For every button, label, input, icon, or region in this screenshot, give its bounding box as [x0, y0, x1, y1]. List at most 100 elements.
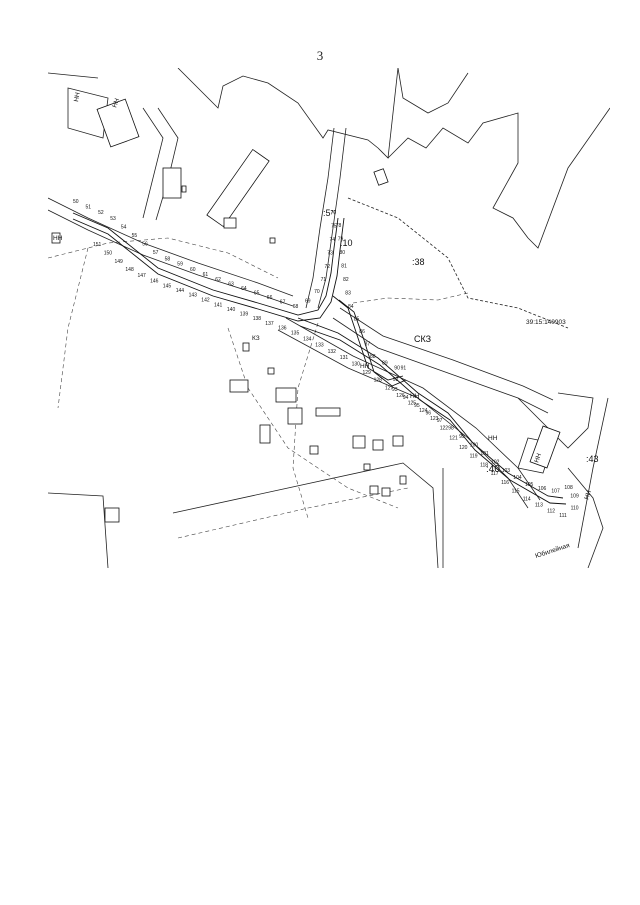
annotation-kz: КЗ [252, 335, 260, 342]
route-point-label: 111 [559, 513, 567, 519]
route-point-label: 104 [513, 475, 522, 481]
parcel-label-5: :5 [323, 208, 331, 218]
route-point-label: 94 [403, 395, 409, 401]
route-point-label: 92 [393, 377, 399, 383]
route-point-label: 146 [150, 279, 159, 285]
route-point-label: 131 [340, 355, 349, 361]
route-point-label: 97 [437, 418, 443, 424]
route-point-label: 147 [138, 273, 147, 279]
route-point-label: 120 [459, 445, 468, 451]
dashed-boundaries [48, 237, 469, 539]
route-point-label: 100 [470, 442, 479, 448]
route-point-label: 125 [408, 401, 417, 407]
route-point-label: 95 [414, 403, 420, 409]
route-point-label: 121 [449, 435, 458, 441]
route-point-label: 105 [525, 482, 534, 488]
route-point-label: 82 [343, 277, 349, 283]
route-point-label: 108 [564, 485, 573, 491]
parcel-label-40: :40 [486, 464, 500, 475]
route-point-label: 58 [165, 257, 171, 263]
route-point-label: 80 [340, 250, 346, 256]
annotation-ck3: СКЗ [414, 334, 431, 344]
route-point-label: 148 [125, 267, 134, 273]
route-point-label: 119 [470, 454, 478, 460]
route-point-labels: 5051525354555657585960616263646566676869… [73, 199, 579, 519]
route-point-label: 88 [370, 354, 376, 360]
route-point-label: 151 [93, 242, 102, 248]
route-point-label: 137 [265, 321, 274, 327]
route-point-label: 99 [459, 434, 465, 440]
route-point-label: 81 [341, 264, 347, 270]
building-label-6: НН [488, 435, 498, 442]
route-point-label: 113 [535, 503, 543, 509]
route-point-label: 114 [523, 496, 531, 502]
route-point-label: 129 [363, 370, 372, 376]
route-point-label: 57 [153, 250, 159, 256]
route-point-label: 134 [303, 337, 312, 343]
page-number: 3 [316, 48, 324, 63]
route-point-label: 90 [394, 366, 400, 372]
buildings [51, 98, 561, 523]
route-point-label: 65 [254, 291, 260, 297]
cadastral-block-label: 39:15:140903 [526, 319, 566, 326]
route-point-label: 127 [385, 385, 394, 391]
route-point-label: 117 [491, 471, 499, 477]
parcel-boundaries [48, 68, 610, 568]
route-point-label: 144 [176, 288, 185, 294]
building-label-4: НН [360, 363, 370, 370]
route-point-label: 59 [177, 262, 183, 268]
route-point-label: 78 [336, 223, 342, 229]
route-point-label: 76 [331, 210, 337, 216]
route-point-label: 73 [327, 251, 333, 257]
route-point-label: 124 [419, 408, 428, 414]
route-point-label: 84 [348, 304, 354, 310]
route-point-label: 110 [571, 506, 579, 512]
route-point-label: 106 [538, 486, 547, 492]
route-point-label: 145 [163, 284, 172, 290]
route-point-label: 112 [547, 509, 555, 515]
route-point-label: 77 [331, 211, 337, 217]
route-point-label: 123 [430, 416, 439, 422]
route-point-label: 128 [374, 378, 383, 384]
route-point-label: 89 [382, 360, 388, 366]
route-point-label: 115 [512, 489, 520, 495]
route-point-label: 56 [142, 241, 148, 247]
route-point-label: 96 [426, 410, 432, 416]
route-point-label: 55 [132, 233, 138, 239]
building-label-8: НН [583, 489, 593, 501]
route-point-label: 71 [321, 277, 327, 283]
map-canvas: 5051525354555657585960616263646566676869… [48, 68, 610, 568]
route-line [72, 212, 567, 505]
route-point-label: 54 [121, 224, 127, 230]
building-label-3: НН [53, 235, 63, 242]
route-point-label: 83 [345, 291, 351, 297]
route-point-label: 126 [396, 393, 405, 399]
parcel-label-10: :10 [340, 238, 353, 248]
route-point-label: 150 [104, 251, 113, 257]
route-point-label: 102 [491, 460, 500, 466]
route-point-label: 79 [338, 237, 344, 243]
building-label-2: НН [111, 97, 121, 109]
route-point-label: 91 [401, 366, 407, 372]
route-point-label: 135 [291, 331, 300, 337]
route-point-label: 87 [365, 342, 371, 348]
route-point-label: 130 [352, 362, 361, 368]
route-point-label: 138 [253, 316, 262, 322]
route-point-label: 107 [551, 489, 560, 495]
route-point-label: 75 [331, 224, 337, 230]
route-point-label: 50 [73, 199, 79, 205]
route-point-label: 70 [314, 289, 320, 295]
route-point-label: 53 [110, 216, 116, 222]
parcel-label-43: :43 [586, 454, 599, 464]
building-label-5: НН [410, 393, 420, 400]
street-label: Юбилейная [534, 541, 571, 560]
building-label-7: НН [533, 452, 543, 464]
route-point-label: 63 [228, 281, 234, 287]
route-point-label: 93 [392, 387, 398, 393]
route-point-label: 72 [325, 264, 331, 270]
route-point-label: 64 [241, 286, 247, 292]
route-point-label: 136 [278, 326, 287, 332]
route-point-label: 62 [215, 277, 221, 283]
route-point-label: 109 [570, 494, 579, 500]
